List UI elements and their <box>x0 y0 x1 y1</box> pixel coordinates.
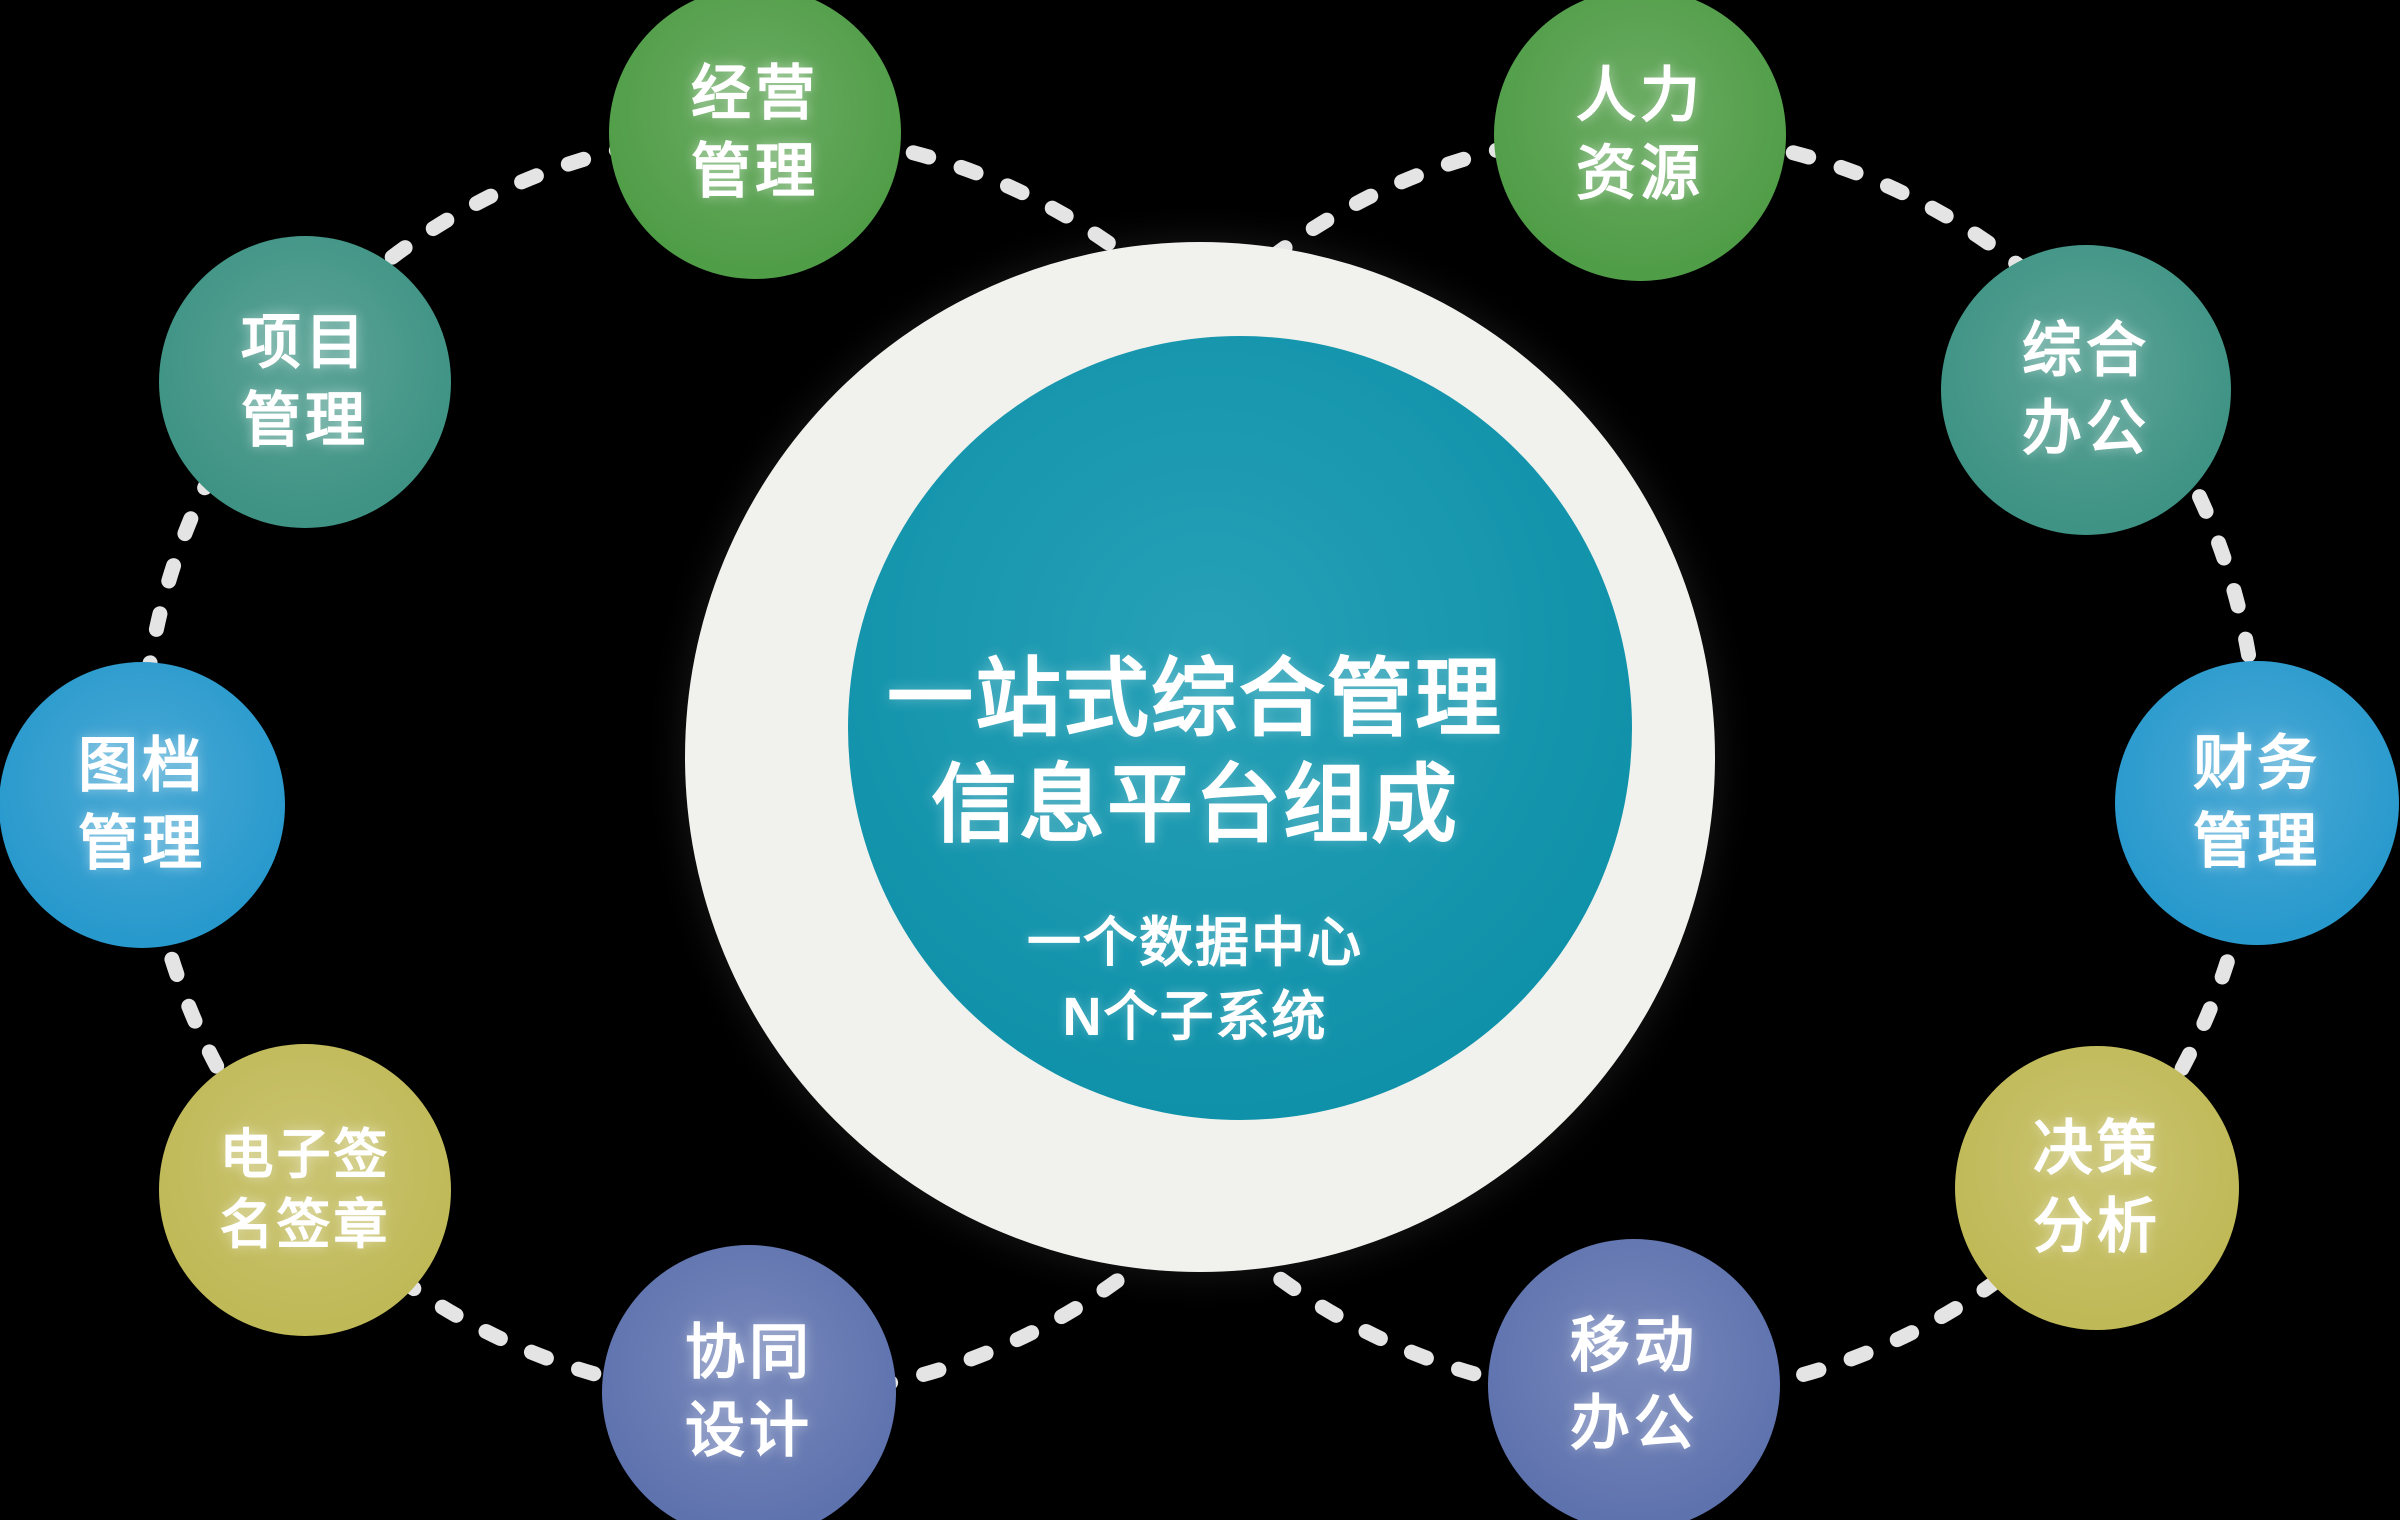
node-mobile-office: 移动 办公 <box>1488 1239 1780 1520</box>
node-business-management-label: 经营 管理 <box>691 60 819 205</box>
node-decision-analysis-label: 决策 分析 <box>2033 1115 2161 1260</box>
node-decision-analysis: 决策 分析 <box>1955 1046 2239 1330</box>
node-collaborative-design-label: 协同 设计 <box>685 1319 813 1464</box>
node-project-management: 项目 管理 <box>159 236 451 528</box>
center-circle <box>848 336 1632 1120</box>
node-drawing-archive-management-label: 图档 管理 <box>78 732 206 877</box>
node-general-office-label: 综合 办公 <box>2022 317 2150 462</box>
node-human-resources-label: 人力 资源 <box>1576 62 1704 207</box>
node-electronic-signature: 电子签 名签章 <box>159 1044 451 1336</box>
node-business-management: 经营 管理 <box>609 0 901 279</box>
node-mobile-office-label: 移动 办公 <box>1570 1312 1698 1457</box>
node-project-management-label: 项目 管理 <box>241 309 369 454</box>
node-drawing-archive-management: 图档 管理 <box>0 662 285 948</box>
node-general-office: 综合 办公 <box>1941 245 2231 535</box>
node-electronic-signature-label: 电子签 名签章 <box>219 1124 391 1255</box>
node-human-resources: 人力 资源 <box>1494 0 1786 281</box>
node-collaborative-design: 协同 设计 <box>602 1245 896 1520</box>
node-financial-management-label: 财务 管理 <box>2193 730 2321 875</box>
node-financial-management: 财务 管理 <box>2115 661 2399 945</box>
